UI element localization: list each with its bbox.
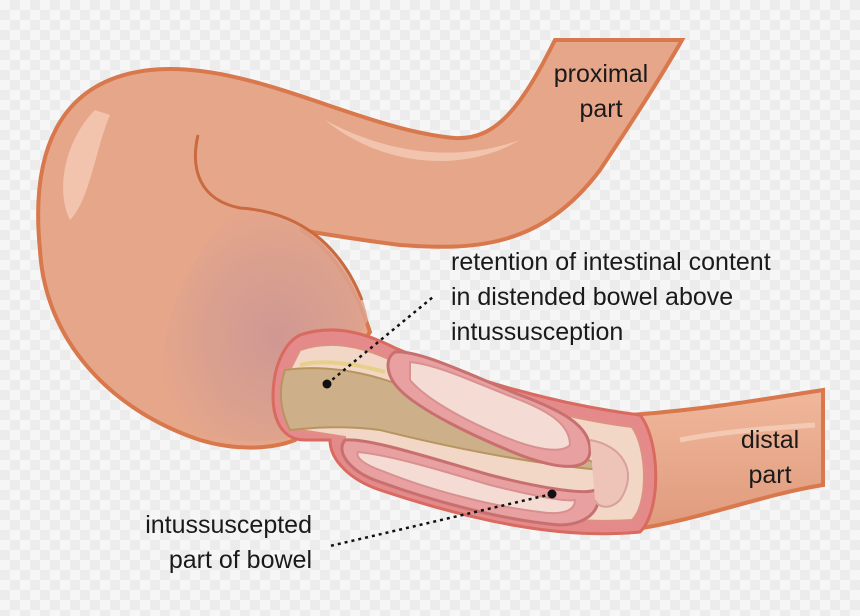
apex-mucosa [589,439,630,508]
intussuscepted-lumen-top [409,360,572,451]
intussuscepted-lumen-bottom [356,450,577,515]
distal-label-line-1: distal [740,426,800,454]
retention-label-line-2: in distended bowel above [451,283,734,311]
bowel-highlight [63,110,110,220]
distal-label-line-2: part [748,461,792,489]
intussuscepted-label-line-2: part of bowel [168,546,312,574]
distal-bowel [628,387,825,533]
intussuscepted-dot [547,489,557,499]
retention-label-line-1: retention of intestinal content [451,248,771,276]
retention-label-line-3: intussusception [451,318,624,346]
proximal-label-line-2: part [579,95,623,123]
intussuscepted-label: intussuscepted part of bowel [112,508,312,578]
distal-part-label: distal part [720,423,820,493]
retention-dot [322,379,332,389]
fold-line [193,134,364,301]
distal-highlight [679,422,816,443]
bowel-highlight-2 [325,120,520,162]
proximal-label-line-1: proximal [553,60,649,88]
retention-label: retention of intestinal content in diste… [451,245,771,350]
intussuscepted-label-line-1: intussuscepted [145,511,312,539]
content-highlight [299,360,386,374]
proximal-part-label: proximal part [538,57,664,127]
retention-leader-line [326,296,434,385]
intussuscepted-leader-line [329,492,553,548]
